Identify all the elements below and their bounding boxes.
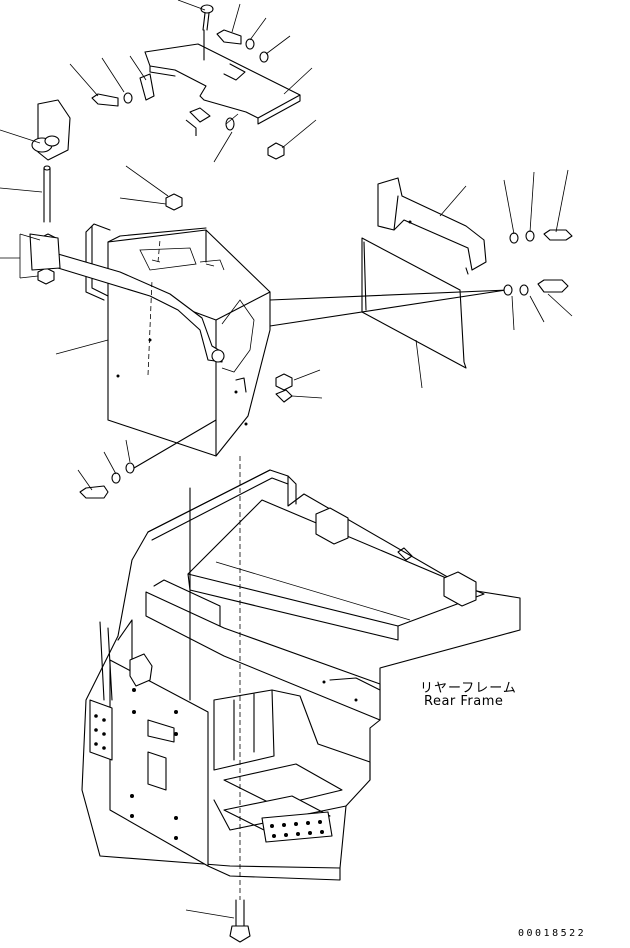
rear-frame (81, 469, 521, 881)
mirror-knob (31, 99, 71, 161)
guide-line-box-bottom (133, 419, 217, 469)
bolt-box-bottom (79, 485, 109, 499)
guide-line-lower (269, 289, 507, 327)
bolt-right-1 (543, 229, 573, 241)
nut-center (165, 193, 183, 211)
washer-right-3 (503, 284, 513, 296)
bottom-bolt (229, 899, 251, 943)
washer-right-1 (509, 232, 519, 244)
clip-box-right (275, 389, 293, 403)
tank-box (29, 223, 271, 457)
bolt-clip-left (91, 73, 155, 107)
top-cover-bracket (144, 43, 301, 125)
washer-mid-bracket (225, 117, 235, 131)
guide-line-panel-bracket (465, 267, 469, 275)
long-stud (43, 165, 51, 223)
bolt-washer-top (216, 29, 269, 63)
bolt-right-2 (537, 279, 569, 293)
nut-left-lower (37, 267, 55, 285)
hanger-clip (185, 107, 211, 136)
right-bracket (377, 177, 487, 271)
rear-frame-label-en: Rear Frame (424, 694, 504, 709)
washer-box-bottom-1 (111, 472, 121, 484)
drawing-number: 00018522 (518, 928, 587, 939)
washer-right-2 (525, 230, 535, 242)
leader-lines (0, 0, 573, 919)
nut-top-right (267, 142, 285, 160)
right-panel (361, 237, 467, 369)
nut-box-right (275, 373, 293, 391)
rear-frame-label-jp: リヤーフレーム (420, 681, 517, 696)
washer-right-4 (519, 284, 529, 296)
top-stud-bolt (200, 4, 214, 61)
guide-line-upper (269, 289, 509, 301)
washer-box-bottom-2 (125, 462, 135, 474)
centerline-box (147, 239, 161, 376)
